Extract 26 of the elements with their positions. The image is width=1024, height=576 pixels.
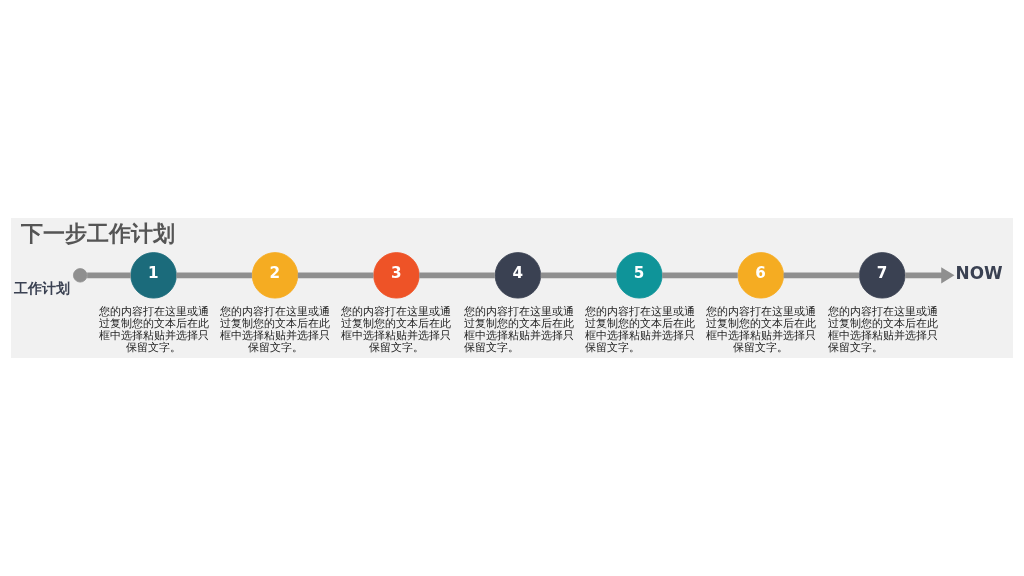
node-label: 您的内容打在这里或通过复制您的文本后在此框中选择粘贴并选择只保留文字。 <box>585 305 696 354</box>
node-circle: 1 <box>130 252 177 299</box>
node-circle <box>73 268 88 283</box>
node-label: 您的内容打在这里或通过复制您的文本后在此框中选择粘贴并选择只保留文字。 <box>341 305 452 354</box>
node-label: 您的内容打在这里或通过复制您的文本后在此框中选择粘贴并选择只保留文字。 <box>828 305 939 354</box>
connector <box>87 272 131 279</box>
node-circle: 2 <box>251 252 299 299</box>
node-circle: 3 <box>373 252 420 299</box>
node-circle: 6 <box>737 252 784 299</box>
node-label: 您的内容打在这里或通过复制您的文本后在此框中选择粘贴并选择只保留文字。 <box>463 305 574 354</box>
connector <box>540 272 617 279</box>
connector <box>419 272 495 279</box>
node-label: 您的内容打在这里或通过复制您的文本后在此框中选择粘贴并选择只保留文字。 <box>220 305 331 354</box>
connector <box>662 272 738 279</box>
node-label: 您的内容打在这里或通过复制您的文本后在此框中选择粘贴并选择只保留文字。 <box>98 305 209 354</box>
diagram-title: 下一步工作计划 <box>21 221 176 247</box>
connector <box>783 272 860 279</box>
node-label: 工作计划 <box>14 279 71 296</box>
node-circle: 5 <box>616 252 663 299</box>
node-text: NOW <box>955 262 1003 283</box>
connector <box>297 272 374 279</box>
node-circle: 4 <box>494 252 542 299</box>
connector <box>176 272 252 279</box>
node-label: 您的内容打在这里或通过复制您的文本后在此框中选择粘贴并选择只保留文字。 <box>705 305 816 354</box>
arrow <box>905 267 955 284</box>
node-circle: 7 <box>859 252 906 299</box>
